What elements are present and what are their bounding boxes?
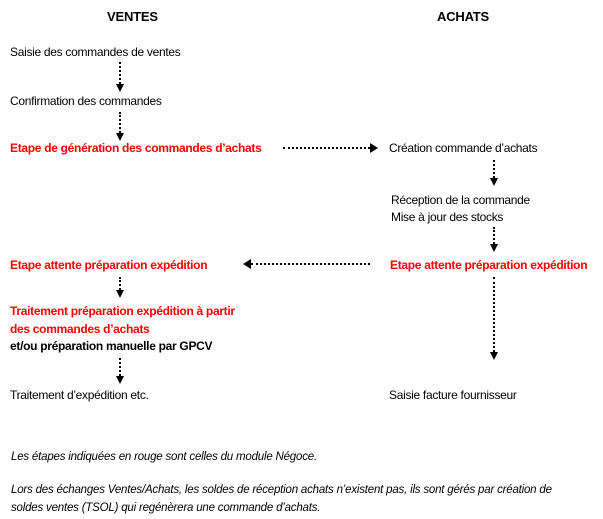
arrow-down-ventes-4 — [116, 358, 124, 384]
reception-line-1: Réception de la commande — [391, 193, 530, 207]
column-title-ventes: VENTES — [107, 9, 158, 24]
step-traitement-preparation: Traitement préparation expédition à part… — [10, 303, 235, 356]
arrow-left-attente-achats-to-ventes — [243, 259, 370, 269]
note2-line-2: soldes ventes (TSOL) qui regénèrera une … — [11, 501, 321, 514]
traitement-line-3: et/ou préparation manuelle par GPCV — [10, 339, 213, 353]
note2-line-1: Lors des échanges Ventes/Achats, les sol… — [11, 484, 552, 496]
step-confirmation-commandes: Confirmation des commandes — [10, 94, 162, 108]
arrow-down-ventes-1 — [116, 62, 124, 92]
step-traitement-expedition: Traitement d’expédition etc. — [10, 388, 149, 402]
note-module-negoce: Les étapes indiquées en rouge sont celle… — [11, 451, 317, 463]
step-attente-expedition-ventes: Etape attente préparation expédition — [10, 258, 208, 272]
traitement-line-1: Traitement préparation expédition à part… — [10, 304, 235, 318]
arrow-down-ventes-3 — [116, 277, 124, 298]
step-attente-expedition-achats: Etape attente préparation expédition — [390, 258, 588, 272]
arrow-down-ventes-2 — [116, 112, 124, 141]
arrow-down-achats-2 — [490, 227, 498, 252]
step-saisie-facture-fournisseur: Saisie facture fournisseur — [389, 388, 517, 402]
step-saisie-commandes-ventes: Saisie des commandes de ventes — [10, 45, 181, 59]
step-generation-commandes-achats: Etape de génération des commandes d’acha… — [10, 141, 262, 155]
arrow-down-achats-3 — [490, 277, 498, 360]
step-creation-commande-achats: Création commande d’achats — [389, 141, 538, 155]
note-echanges-ventes-achats: Lors des échanges Ventes/Achats, les sol… — [11, 482, 552, 517]
reception-line-2: Mise à jour des stocks — [391, 210, 504, 224]
arrow-right-generation-to-creation — [283, 143, 378, 153]
traitement-line-2: des commandes d’achats — [10, 321, 150, 336]
step-reception-commande: Réception de la commande Mise à jour des… — [391, 192, 530, 226]
arrow-down-achats-1 — [490, 160, 498, 186]
column-title-achats: ACHATS — [437, 9, 489, 24]
